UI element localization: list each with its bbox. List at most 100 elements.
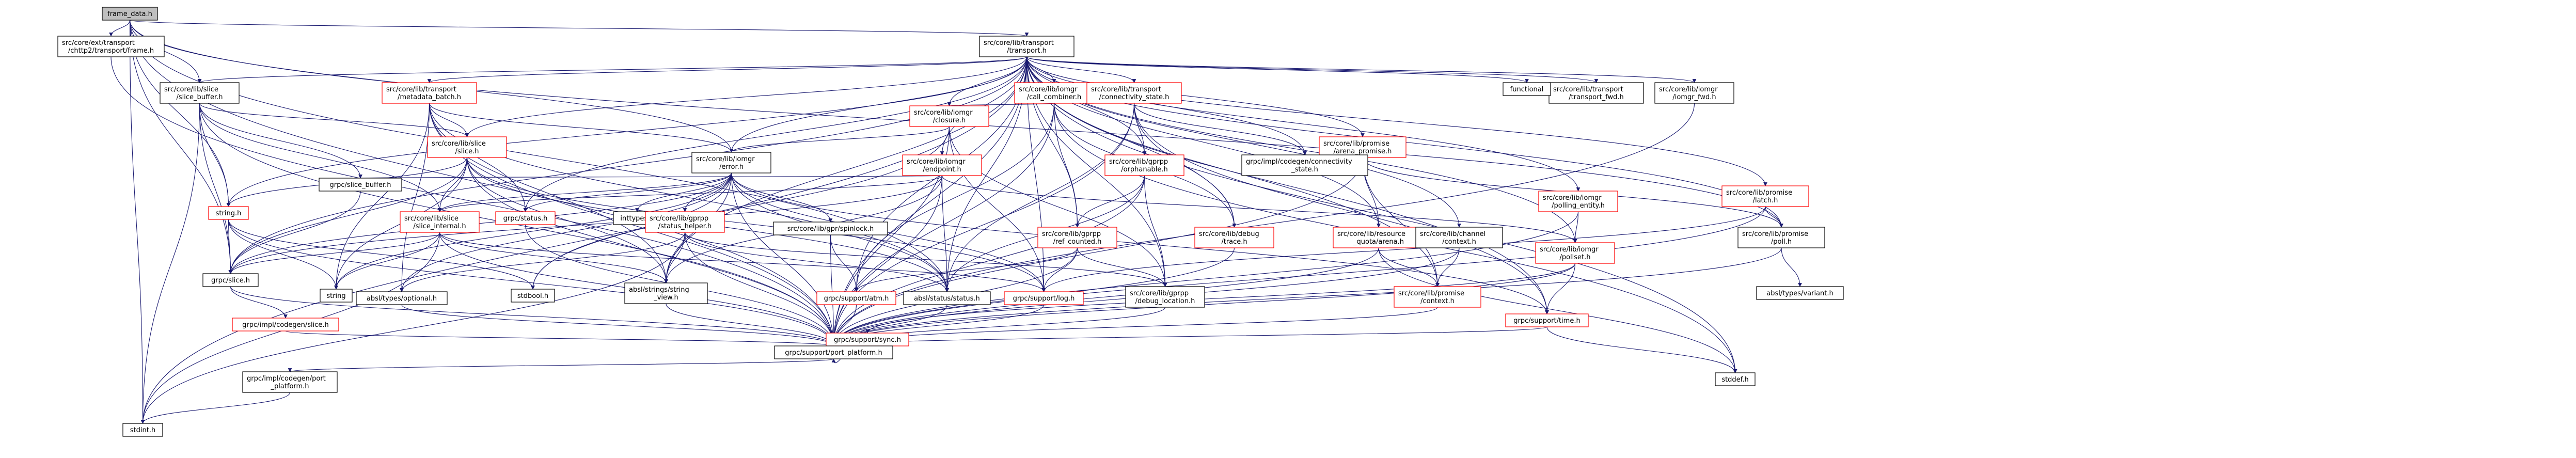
edge-root-to-slice-buffer-core <box>129 20 202 83</box>
node-box <box>102 7 158 21</box>
node-box <box>773 222 888 235</box>
node-lib-transport[interactable]: src/core/lib/transport/transport.h <box>979 36 1074 57</box>
node-transport-fwd[interactable]: src/core/lib/transport/transport_fwd.h <box>1548 82 1644 104</box>
node-box <box>208 206 249 220</box>
node-impl-port-platform[interactable]: grpc/impl/codegen/port_platform.h <box>242 371 338 393</box>
node-label: grpc/impl/codegen/slice.h <box>242 321 329 329</box>
edge-orphanable-to-debug-location <box>1144 175 1167 287</box>
edge-lib-transport-to-port-platform <box>831 56 1028 346</box>
node-spinlock[interactable]: src/core/lib/gpr/spinlock.h <box>773 222 888 235</box>
node-label: _quota/arena.h <box>1353 238 1404 246</box>
node-slice-buffer-core[interactable]: src/core/lib/slice/slice_buffer.h <box>160 82 240 104</box>
node-box <box>1104 154 1184 176</box>
node-grpc-slice[interactable]: grpc/slice.h <box>202 273 259 287</box>
node-optional[interactable]: absl/types/optional.h <box>356 291 448 305</box>
edge-lib-transport-to-transport-fwd <box>1026 56 1599 83</box>
node-stdint[interactable]: stdint.h <box>122 423 163 437</box>
node-label: src/core/lib/iomgr <box>1019 86 1078 93</box>
node-promise-context[interactable]: src/core/lib/promise/context.h <box>1394 286 1481 308</box>
node-memory-quota[interactable]: src/core/lib/resource_quota/arena.h <box>1333 227 1425 248</box>
node-orphanable[interactable]: src/core/lib/gprpp/orphanable.h <box>1104 154 1184 176</box>
node-metadata-batch[interactable]: src/core/lib/transport/metadata_batch.h <box>382 82 477 104</box>
node-time-h[interactable]: grpc/support/time.h <box>1505 313 1589 327</box>
node-label: /slice_buffer.h <box>177 93 223 101</box>
node-label: src/core/lib/gpr/spinlock.h <box>787 225 874 233</box>
node-latch[interactable]: src/core/lib/promise/latch.h <box>1721 185 1809 207</box>
node-label: /iomgr_fwd.h <box>1672 93 1716 101</box>
node-label: /endpoint.h <box>923 166 961 173</box>
node-label: src/core/lib/gprpp <box>1130 290 1189 297</box>
node-debug-trace[interactable]: src/core/lib/debug/trace.h <box>1194 227 1274 248</box>
node-label: src/core/lib/transport <box>386 86 456 93</box>
node-string-h[interactable]: string.h <box>208 206 249 220</box>
edge-status-helper-to-string-view <box>664 232 686 283</box>
node-slice-internal[interactable]: src/core/lib/slice/slice_internal.h <box>400 211 480 233</box>
edge-call-combiner-to-atm <box>854 103 1055 292</box>
node-box <box>427 136 507 158</box>
edge-error-h-to-optional <box>400 172 732 292</box>
node-stddef[interactable]: stddef.h <box>1715 372 1756 386</box>
node-box <box>400 211 480 233</box>
node-label: src/core/lib/iomgr <box>907 158 966 166</box>
node-closure[interactable]: src/core/lib/iomgr/closure.h <box>909 105 989 127</box>
node-impl-connectivity[interactable]: grpc/impl/codegen/connectivity_state.h <box>1241 154 1368 176</box>
node-debug-location[interactable]: src/core/lib/gprpp/debug_location.h <box>1125 286 1205 308</box>
edge-string-h-to-grpc-slice <box>228 219 233 274</box>
node-ref-counted[interactable]: src/core/lib/gprpp/ref_counted.h <box>1037 227 1117 248</box>
node-arena-promise[interactable]: src/core/lib/promise/arena_promise.h <box>1319 136 1406 158</box>
node-label: /connectivity_state.h <box>1099 93 1170 101</box>
node-call-combiner[interactable]: src/core/lib/iomgr/call_combiner.h <box>1014 82 1094 104</box>
node-status-helper[interactable]: src/core/lib/gprpp/status_helper.h <box>645 211 725 233</box>
node-ext-frame[interactable]: src/core/ext/transport/chttp2/transport/… <box>57 36 165 57</box>
node-label: stdbool.h <box>517 292 548 300</box>
node-atm[interactable]: grpc/support/atm.h <box>816 291 896 305</box>
node-pollset[interactable]: src/core/lib/iomgr/pollset.h <box>1535 242 1615 264</box>
node-box <box>1654 82 1734 104</box>
edge-lib-transport-to-functional <box>1026 56 1529 83</box>
node-grpc-slice-buffer[interactable]: grpc/slice_buffer.h <box>319 178 402 192</box>
node-endpoint-h[interactable]: src/core/lib/iomgr/endpoint.h <box>902 154 982 176</box>
node-label: functional <box>1510 86 1544 93</box>
node-iomgr-fwd[interactable]: src/core/lib/iomgr/iomgr_fwd.h <box>1654 82 1734 104</box>
node-variant[interactable]: absl/types/variant.h <box>1756 286 1844 300</box>
node-box <box>979 36 1074 57</box>
edge-ref-counted-to-atm <box>854 247 1078 292</box>
node-label: grpc/impl/codegen/port <box>247 375 326 383</box>
node-grpc-status[interactable]: grpc/status.h <box>495 211 556 225</box>
edge-lib-transport-to-slice-buffer-core <box>198 56 1028 83</box>
node-log-h[interactable]: grpc/support/log.h <box>1004 291 1084 305</box>
edge-endpoint-h-to-port-platform <box>831 175 943 346</box>
node-polling-entity[interactable]: src/core/lib/iomgr/polling_entity.h <box>1538 191 1618 212</box>
node-poll-h[interactable]: src/core/lib/promise/poll.h <box>1737 227 1825 248</box>
node-box <box>1505 313 1589 327</box>
node-functional[interactable]: functional <box>1503 82 1551 96</box>
node-absl-status[interactable]: absl/status/status.h <box>903 291 991 305</box>
node-string[interactable]: string <box>320 289 353 303</box>
node-stdbool[interactable]: stdbool.h <box>511 289 555 303</box>
node-label: frame_data.h <box>107 10 152 18</box>
node-label: /orphanable.h <box>1121 166 1168 173</box>
node-root[interactable]: frame_data.h <box>102 7 158 21</box>
node-label: src/core/lib/slice <box>404 215 459 223</box>
node-slice-h[interactable]: src/core/lib/slice/slice.h <box>427 136 507 158</box>
edge-spinlock-to-port-platform <box>830 234 836 346</box>
node-box <box>1194 227 1274 248</box>
node-label: /poll.h <box>1771 238 1792 246</box>
node-sync-h[interactable]: grpc/support/sync.h <box>826 333 909 346</box>
edge-lib-transport-to-metadata-batch <box>427 56 1028 83</box>
node-error-h[interactable]: src/core/lib/iomgr/error.h <box>691 152 771 173</box>
edge-status-helper-to-optional <box>400 232 686 292</box>
node-port-platform[interactable]: grpc/support/port_platform.h <box>774 345 893 359</box>
node-box <box>511 289 555 303</box>
edge-slice-internal-to-string <box>334 232 440 290</box>
edge-string-h-to-stdbool <box>228 219 535 290</box>
node-label: src/core/lib/gprpp <box>1109 158 1168 166</box>
node-string-view[interactable]: absl/strings/string_view.h <box>624 282 708 304</box>
node-connectivity-state[interactable]: src/core/lib/transport/connectivity_stat… <box>1086 82 1182 104</box>
edge-impl-port-platform-to-stdint <box>140 392 291 424</box>
node-box <box>1125 286 1205 308</box>
edge-root-to-ext-frame <box>109 20 131 37</box>
node-label: grpc/slice.h <box>211 277 250 285</box>
node-impl-slice[interactable]: grpc/impl/codegen/slice.h <box>232 318 339 331</box>
node-channel-context[interactable]: src/core/lib/channel/context.h <box>1415 227 1503 248</box>
